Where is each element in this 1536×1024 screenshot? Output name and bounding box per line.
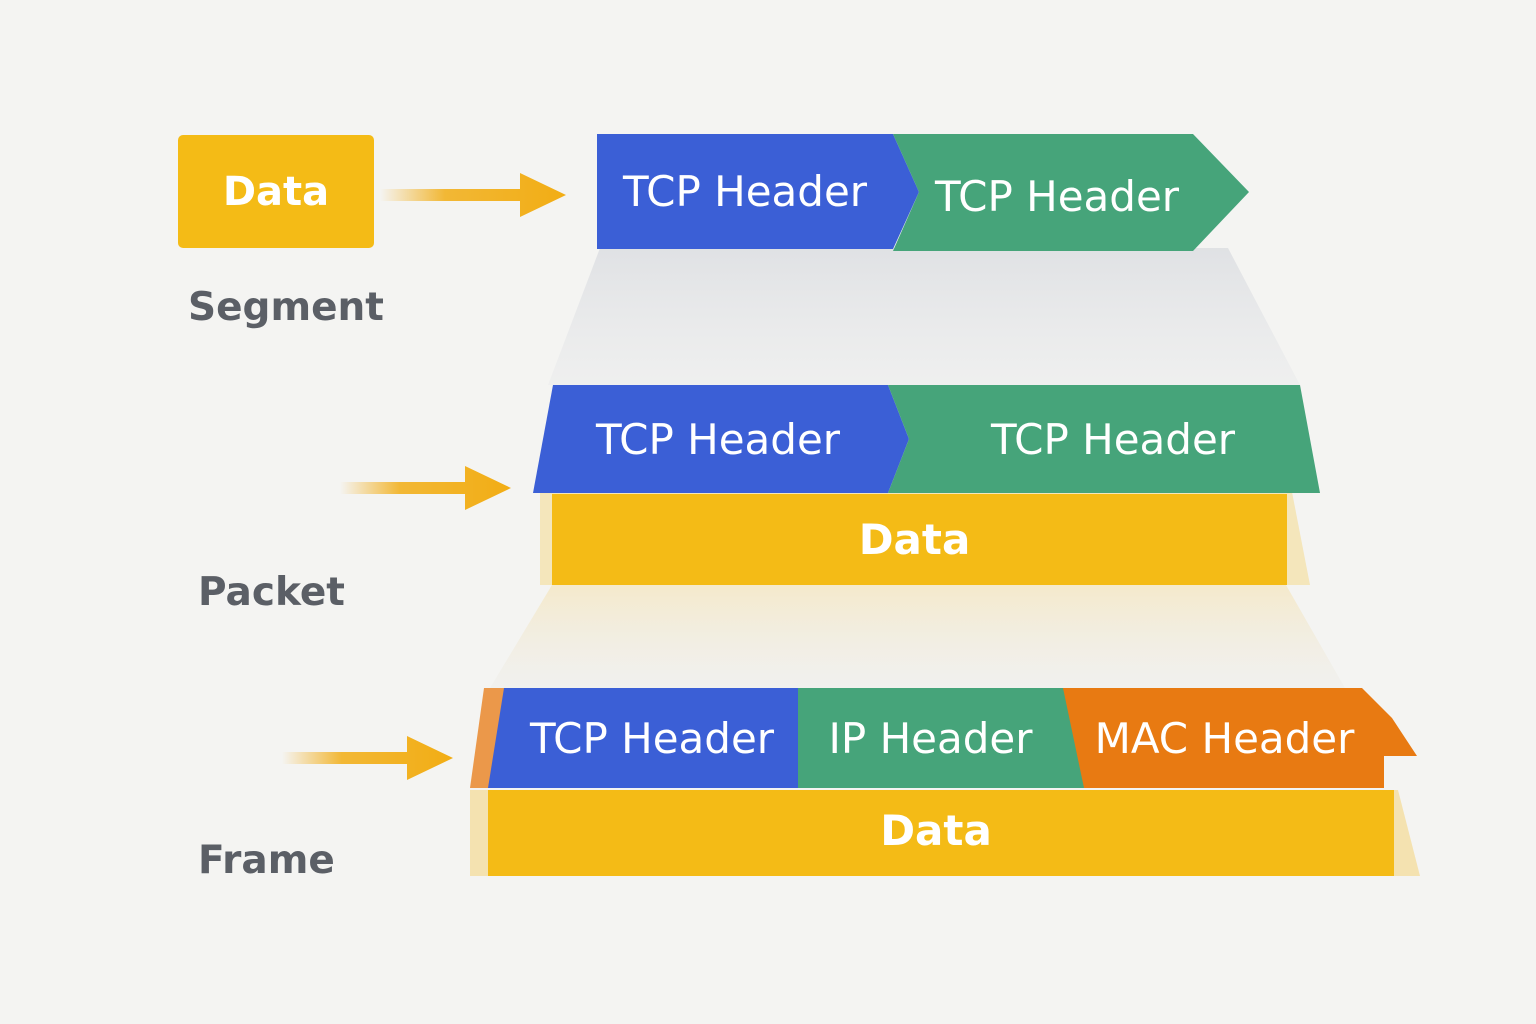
segment-header-1-label: TCP Header	[622, 167, 868, 216]
packet-data-label: Data	[858, 515, 971, 564]
funnel-segment-to-packet	[548, 248, 1300, 385]
segment-header-2: TCP Header	[893, 134, 1249, 251]
input-data-label: Data	[222, 168, 330, 215]
packet-data-bar: Data	[552, 494, 1287, 585]
segment-header-2-shape	[893, 134, 1249, 251]
packet-header-1-shape	[533, 385, 909, 493]
packet-label: Packet	[198, 570, 345, 615]
frame-header-1-label: TCP Header	[529, 713, 775, 763]
arrow-to-segment-icon	[380, 173, 566, 217]
segment-header-1: TCP Header	[597, 134, 919, 249]
frame-header-3-shape	[1062, 688, 1417, 788]
frame-header-1-shape	[470, 688, 798, 788]
packet-header-1: TCP Header	[533, 385, 909, 493]
frame-header-2: IP Header	[797, 688, 1084, 788]
frame-data-bar: Data	[488, 790, 1394, 876]
packet-header-2-shape	[888, 385, 1320, 493]
packet-header-1-label: TCP Header	[595, 414, 841, 464]
input-data-block: Data	[178, 135, 374, 248]
segment-header-2-label: TCP Header	[934, 172, 1180, 221]
frame-data-label: Data	[880, 805, 992, 855]
frame-header-3: MAC Header	[1062, 688, 1417, 788]
frame-header-2-shape	[797, 688, 1084, 788]
funnel-packet-to-frame	[490, 585, 1345, 688]
arrow-to-packet-icon	[340, 466, 511, 510]
arrow-to-frame-icon	[282, 736, 453, 780]
segment-label: Segment	[188, 285, 384, 330]
frame-header-3-label: MAC Header	[1094, 713, 1355, 763]
packet-header-2-label: TCP Header	[990, 414, 1236, 464]
segment-header-1-shape	[597, 134, 919, 249]
packet-header-2: TCP Header	[888, 385, 1320, 493]
frame-label: Frame	[198, 838, 335, 883]
frame-header-1: TCP Header	[470, 688, 798, 788]
frame-header-2-label: IP Header	[828, 713, 1033, 763]
